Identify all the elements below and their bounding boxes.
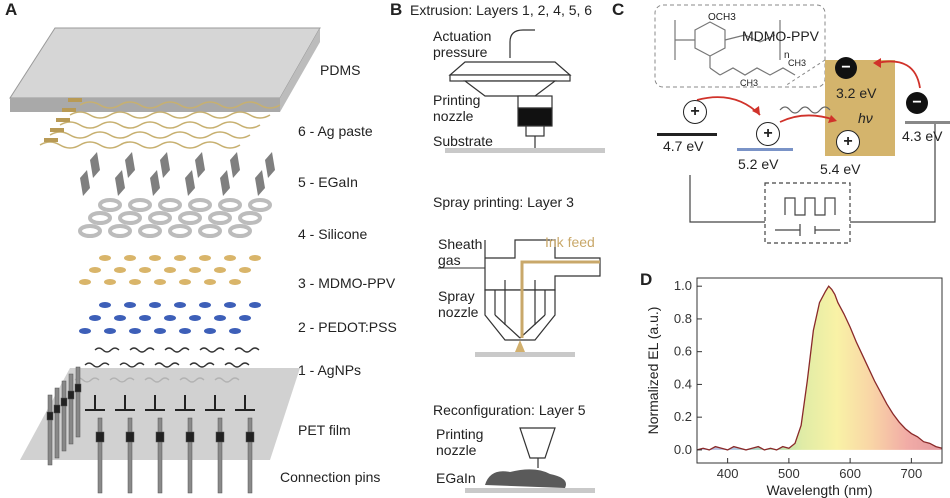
reconfig-title: Reconfiguration: Layer 5 [433,402,586,418]
y-tick-label: 0.4 [674,376,692,391]
reconfig-substrate [465,488,595,493]
actuation-pressure-label: Actuation pressure [433,28,491,60]
printing-line-1: Printing [433,92,481,108]
layer-stack-illustration [9,27,321,494]
molecule-box [654,4,826,88]
x-tick-label: 400 [717,466,739,481]
y-tick-label: 0.6 [674,344,692,359]
spray-line-2: nozzle [438,304,479,320]
reconfig-nozzle [519,427,556,468]
y-tick-label: 0.0 [674,442,692,457]
printing2-line-1: Printing [436,426,484,442]
printing-line-2: nozzle [433,108,474,124]
spray-cone [515,340,525,352]
back-pins [46,366,82,466]
spectrum-line [696,285,943,451]
pdms-slab [9,27,321,112]
level-3-2-label: 3.2 eV [836,85,877,101]
level-4-3-label: 4.3 eV [902,128,943,144]
printing-methods-illustration [438,29,605,493]
repeat-n: n [784,50,790,61]
substrate-label: Substrate [433,133,493,149]
ag-paste-layer [39,101,281,149]
panel-label-d: D [640,270,653,289]
y-tick-label: 0.2 [674,409,692,424]
x-tick-label: 500 [778,466,800,481]
panel-label-b: B [390,0,403,19]
level-5-2-label: 5.2 eV [738,156,779,172]
pet-film [20,368,300,460]
layer-label-ag-paste: 6 - Ag paste [298,123,373,139]
panel-label-a: A [5,0,18,19]
photon-wave [779,106,831,114]
pedot-pss-layer [79,302,261,334]
printing2-line-2: nozzle [436,442,477,458]
egain-layer [80,152,275,196]
polymer-name: MDMO-PPV [742,28,819,44]
layer-label-pet-film: PET film [298,422,351,438]
level-5-4-label: 5.4 eV [820,161,861,177]
y-tick-label: 1.0 [674,278,692,293]
spray-nozzle-label: Spray nozzle [438,288,478,320]
layer-label-pedot-pss: 2 - PEDOT:PSS [298,319,397,335]
ch3-label-a: CH3 [740,78,759,88]
y-tick-label: 0.8 [674,311,692,326]
layer-label-pdms: PDMS [320,62,361,78]
extrusion-substrate [445,148,605,153]
x-axis-label: Wavelength (nm) [766,482,872,498]
layer-label-agnps: 1 - AgNPs [298,362,362,378]
printing-nozzle-label: Printing nozzle [433,92,480,124]
spray-title: Spray printing: Layer 3 [433,194,574,210]
ink-feed-line [520,260,600,338]
egain-droplet [485,469,566,488]
spectrum-area [697,286,942,450]
level-4-7-label: 4.7 eV [663,138,704,154]
pet-traces [85,395,255,411]
x-tick-label: 600 [839,466,861,481]
level-4-7 [657,133,717,136]
och3-label: OCH3 [708,12,736,23]
actuation-line-1: Actuation [433,28,492,44]
mdmo-ppv-layer [79,255,261,285]
photon-label: hν [858,110,873,126]
hole-icon-3: + [836,130,860,154]
plot-frame [696,277,943,464]
level-5-2 [737,148,793,151]
x-tick-label: 700 [901,466,923,481]
electron-icon-1: − [835,57,857,79]
level-4-3 [905,121,950,124]
sheath-line-2: gas [438,252,461,268]
extrusion-title: Extrusion: Layers 1, 2, 4, 5, 6 [410,2,593,18]
layer-label-silicone: 4 - Silicone [298,226,368,242]
circuit [689,124,936,244]
panel-label-c: C [612,0,625,19]
y-axis-label: Normalized EL (a.u.) [645,307,661,435]
ch3-label-b: CH3 [788,58,807,68]
reconfig-nozzle-label: Printing nozzle [436,426,483,458]
spray-line-1: Spray [438,288,475,304]
hole-icon-2: + [756,122,780,146]
hole-icon-1: + [683,100,707,124]
spray-printer [484,239,601,341]
sheath-line-1: Sheath [438,236,483,252]
layer-label-mdmo-ppv: 3 - MDMO-PPV [298,275,396,291]
layer-label-egain: 5 - EGaIn [298,174,358,190]
silicone-layer [78,198,272,238]
ink-feed-label: Ink feed [545,234,595,250]
actuation-line-2: pressure [433,44,488,60]
spray-substrate [475,352,575,357]
sheath-gas-label: Sheath gas [438,236,482,268]
ag-paste-pads [44,98,82,142]
el-spectrum-chart: 400 500 600 700 0.0 0.2 0.4 0.6 0.8 1.0Wavelength… [645,277,943,498]
electron-icon-2: − [906,92,928,114]
extrusion-printer [448,29,572,150]
layer-label-connection-pins: Connection pins [280,469,381,485]
egain-label: EGaIn [436,470,476,486]
connection-pins [95,417,255,494]
molecule-structure [674,20,796,76]
